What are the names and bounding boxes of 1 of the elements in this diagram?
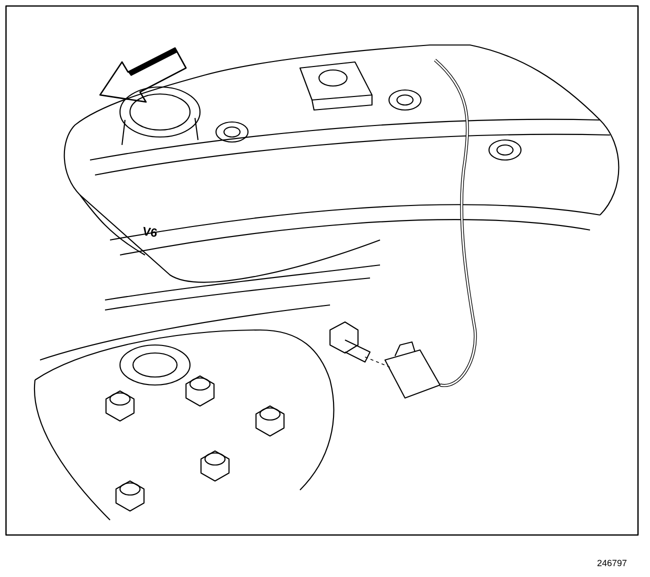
figure-number: 246797 <box>598 560 626 566</box>
